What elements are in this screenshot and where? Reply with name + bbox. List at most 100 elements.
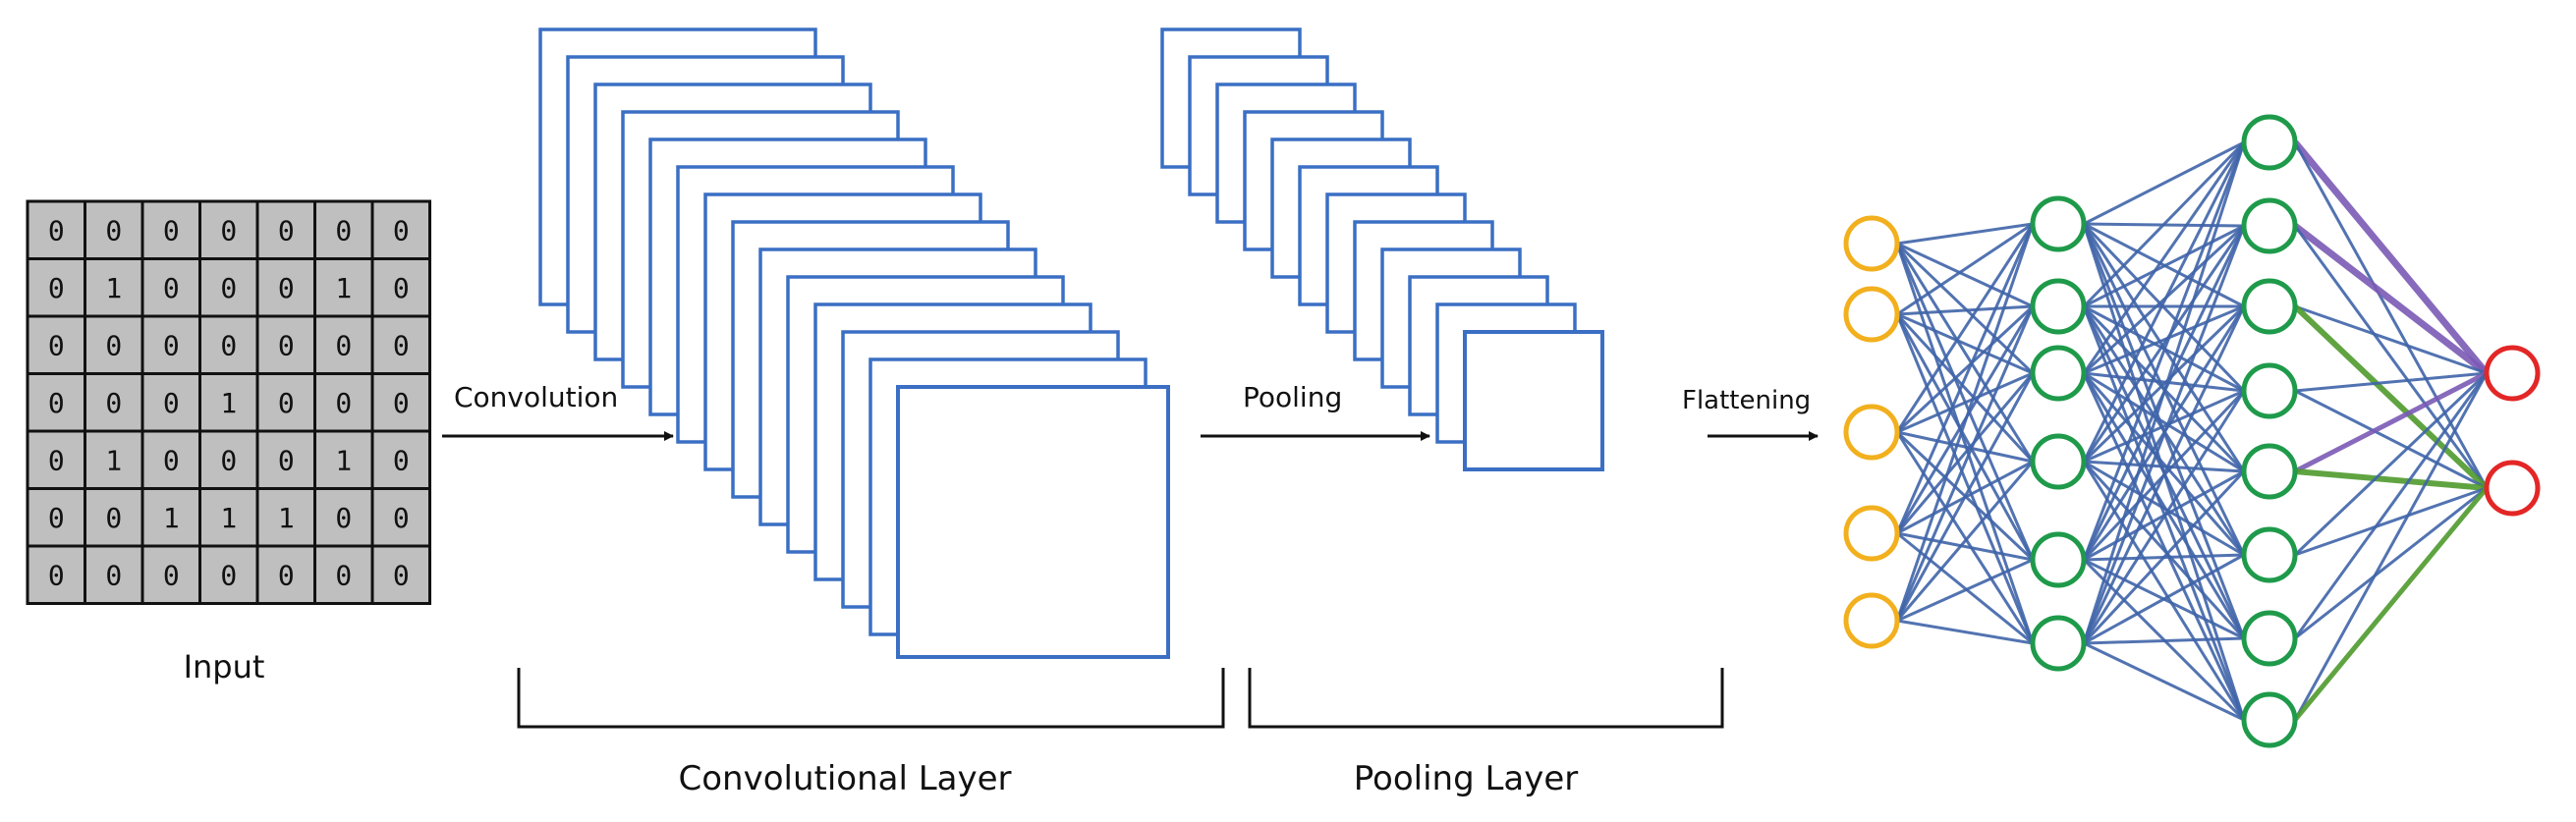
- convolutional-layer-bracket: [517, 668, 1225, 729]
- network-edge: [2083, 224, 2245, 308]
- flattening-label: Flattening: [1682, 386, 1811, 415]
- grid-cell-value: 1: [335, 444, 352, 476]
- pooling-layer-bracket: [1248, 668, 1724, 729]
- pooling-feature-maps: [1160, 27, 1604, 471]
- input-node: [1843, 505, 1900, 562]
- grid-cell-value: 1: [105, 444, 122, 476]
- input-label: Input: [184, 648, 265, 685]
- network-edge: [1896, 531, 2034, 562]
- hidden-node: [2030, 433, 2087, 490]
- hidden-node: [2241, 526, 2298, 583]
- network-edge: [2082, 460, 2246, 640]
- grid-cell: [140, 314, 201, 375]
- network-edge: [2083, 304, 2245, 375]
- network-edge: [2294, 486, 2488, 640]
- grid-cell-value: 1: [220, 502, 237, 534]
- grid-cell: [84, 372, 144, 433]
- hidden-node: [2030, 278, 2087, 335]
- hidden-node: [2241, 114, 2298, 171]
- grid-cell: [140, 429, 201, 490]
- network-edge: [2083, 553, 2245, 645]
- grid-cell-value: 0: [335, 502, 352, 534]
- grid-cell: [255, 314, 316, 375]
- network-edge: [1895, 242, 2035, 375]
- network-edge: [2293, 486, 2489, 722]
- grid-cell: [370, 544, 431, 605]
- hidden-node: [2030, 615, 2087, 672]
- network-edge: [1896, 430, 2034, 464]
- input-node: [1843, 404, 1900, 461]
- grid-cell-value: 0: [393, 329, 410, 361]
- grid-cell-value: 0: [48, 272, 65, 304]
- network-edge: [1895, 223, 2035, 433]
- network-edge: [2294, 389, 2488, 490]
- network-edge: [2082, 469, 2246, 645]
- hidden-node: [2030, 345, 2087, 402]
- hidden-node: [2241, 610, 2298, 667]
- network-nodes: [1843, 114, 2541, 748]
- hidden-node: [2030, 195, 2087, 252]
- convolution-label: Convolution: [454, 381, 618, 413]
- grid-cell-value: 0: [393, 387, 410, 419]
- network-edge: [2082, 225, 2246, 463]
- hidden-node: [2241, 691, 2298, 748]
- network-edge: [2082, 372, 2246, 721]
- network-edge: [1895, 312, 2035, 464]
- grid-cell-value: 0: [105, 214, 122, 247]
- output-node: [2484, 460, 2541, 517]
- feature-map: [896, 385, 1170, 659]
- pooling-label: Pooling: [1243, 381, 1342, 413]
- grid-cell: [26, 257, 86, 318]
- convolution-feature-maps: [538, 27, 1170, 659]
- network-edge: [1896, 371, 2034, 434]
- grid-cell-value: 0: [105, 502, 122, 534]
- network-edge: [2292, 303, 2490, 491]
- grid-cell-value: 0: [48, 559, 65, 591]
- grid-cell-value: 0: [163, 387, 180, 419]
- grid-cell-value: 0: [335, 559, 352, 591]
- network-edge: [1895, 223, 2035, 534]
- network-edge: [2083, 641, 2245, 722]
- network-edge: [2082, 141, 2246, 561]
- network-edge: [2083, 636, 2245, 645]
- network-edge: [2082, 141, 2246, 374]
- grid-cell: [313, 372, 374, 433]
- grid-cell: [255, 544, 316, 605]
- network-edge: [1895, 223, 2035, 622]
- network-edge: [1896, 222, 2034, 316]
- network-edge: [1895, 431, 2035, 644]
- network-edge: [2293, 372, 2489, 639]
- grid-cell-value: 0: [105, 559, 122, 591]
- network-edge: [2082, 372, 2246, 556]
- network-edge: [2082, 141, 2246, 463]
- network-edge: [2082, 225, 2246, 644]
- grid-cell: [140, 257, 201, 318]
- grid-cell-value: 0: [220, 329, 237, 361]
- grid-cell-value: 0: [335, 329, 352, 361]
- grid-cell-value: 0: [163, 329, 180, 361]
- grid-cell-value: 0: [393, 502, 410, 534]
- network-edge: [1896, 304, 2034, 316]
- grid-cell-value: 0: [48, 329, 65, 361]
- network-edge: [2082, 140, 2246, 308]
- grid-cell-value: 0: [393, 272, 410, 304]
- network-edge: [1896, 531, 2034, 645]
- grid-cell: [26, 487, 86, 548]
- grid-cell-value: 0: [163, 272, 180, 304]
- convolutional-layer-label: Convolutional Layer: [678, 759, 1011, 798]
- network-edge: [1895, 243, 2035, 644]
- network-edge: [1895, 313, 2035, 561]
- grid-cell-value: 0: [48, 387, 65, 419]
- grid-cell-value: 1: [163, 502, 180, 534]
- grid-cell-value: 0: [393, 559, 410, 591]
- grid-cell-value: 0: [105, 329, 122, 361]
- network-edge: [1895, 305, 2035, 622]
- network-edge: [2292, 139, 2490, 376]
- network-edge: [1895, 304, 2035, 434]
- grid-cell-value: 0: [278, 387, 295, 419]
- grid-cell-value: 0: [278, 329, 295, 361]
- feature-map: [1463, 330, 1604, 471]
- network-edge: [2082, 305, 2246, 721]
